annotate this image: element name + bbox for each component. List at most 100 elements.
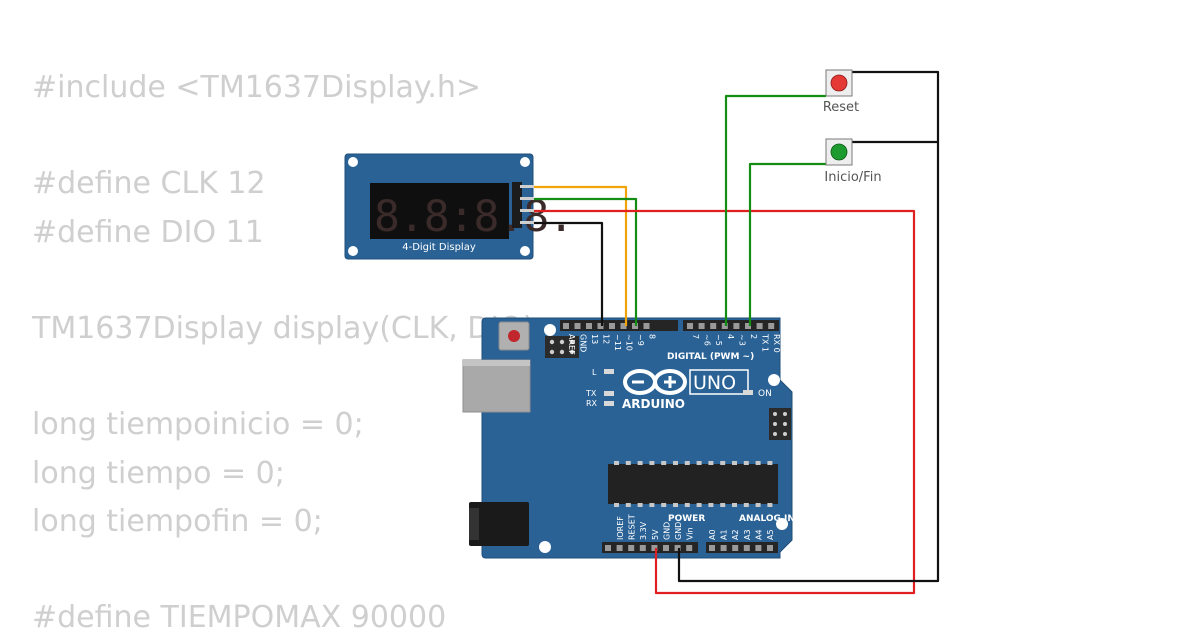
tx-led-label: TX: [585, 389, 597, 398]
analog-pin-hole[interactable]: [720, 545, 727, 551]
reset-pushbutton[interactable]: Reset: [823, 69, 859, 115]
wire-clk: [534, 185, 628, 326]
digital-pin-label: AREF: [567, 334, 576, 355]
power-pin-hole[interactable]: [663, 545, 669, 551]
wire-reset-gnd: [850, 70, 940, 142]
display-pin-header: [512, 182, 522, 228]
on-led-label: ON: [758, 389, 772, 399]
reset-button-cap[interactable]: [830, 74, 848, 92]
digital-pin-label: 7: [691, 334, 700, 339]
code-line: #define DIO 11: [32, 214, 264, 250]
digital-pin-label: ~9: [636, 334, 645, 346]
analog-pin-label: A1: [720, 529, 729, 540]
power-pin-label: 5V: [651, 529, 660, 540]
on-led: [743, 390, 753, 395]
atmega-chip: [608, 461, 778, 507]
digital-pin-label: 13: [590, 334, 599, 344]
seven-segment-window: [370, 183, 509, 239]
digital-pin-hole[interactable]: [586, 323, 592, 329]
power-jack: [469, 502, 529, 546]
code-line: TM1637Display display(CLK, DIO);: [32, 310, 545, 346]
seven-segment-digits: 8.8:8.8.: [374, 192, 573, 242]
digital-pin-hole[interactable]: [643, 323, 650, 329]
start-button-label: Inicio/Fin: [824, 170, 881, 185]
power-pin-label: RESET: [628, 514, 637, 540]
digital-pin-hole[interactable]: [574, 323, 581, 329]
wire-gnd-display: [534, 221, 604, 326]
analog-pin-hole[interactable]: [767, 545, 773, 551]
analog-header: [706, 542, 778, 553]
digital-pin-hole[interactable]: [609, 323, 615, 329]
digital-pin-hole[interactable]: [721, 323, 728, 329]
icsp-header-right: [769, 408, 791, 440]
mounting-hole: [776, 518, 788, 530]
digital-pin-label: RX 0: [772, 334, 781, 353]
digital-pin-label: ~5: [714, 334, 723, 346]
power-pin-hole[interactable]: [628, 545, 635, 551]
power-pin-hole[interactable]: [605, 545, 611, 551]
digital-pin-label: TX 1: [761, 333, 770, 352]
code-line: long tiempoinicio = 0;: [32, 407, 364, 443]
tm1637-display-module[interactable]: 8.8:8.8. 4-Digit Display: [344, 153, 574, 260]
digital-pin-hole[interactable]: [597, 323, 604, 329]
digital-pwm-label: DIGITAL (PWM ~): [667, 352, 754, 362]
rx-led: [604, 401, 614, 406]
power-pin-hole[interactable]: [639, 545, 646, 551]
power-pin-hole[interactable]: [616, 545, 623, 551]
analog-pin-hole[interactable]: [709, 545, 715, 551]
reset-button-label: Reset: [823, 100, 859, 115]
analog-pin-label: A2: [731, 529, 740, 540]
digital-pin-hole[interactable]: [768, 323, 775, 329]
start-button-cap[interactable]: [830, 143, 848, 161]
digital-pin-label: GND: [579, 334, 588, 352]
power-pin-hole[interactable]: [651, 545, 658, 551]
wire-start-gnd: [677, 140, 940, 583]
wire-reset-pin: [724, 94, 826, 326]
digital-pin-hole[interactable]: [756, 323, 763, 329]
digital-pin-label: ~11: [613, 334, 622, 351]
digital-pin-hole[interactable]: [745, 323, 751, 329]
power-label: POWER: [668, 514, 705, 524]
digital-header-left: [560, 320, 678, 331]
digital-header-right: [683, 320, 779, 331]
digital-pin-label: 2: [749, 334, 758, 339]
wire-dio: [534, 197, 638, 326]
wire-start-pin: [748, 162, 826, 326]
digital-pin-label: ~6: [703, 334, 712, 346]
code-line: long tiempo = 0;: [32, 455, 285, 491]
uno-logo-box: [689, 369, 749, 395]
power-pin-label: Vin: [686, 527, 695, 540]
power-pin-label: GND: [662, 522, 671, 540]
mounting-hole: [544, 324, 556, 336]
digital-pin-label: 12: [602, 334, 611, 344]
analog-in-label: ANALOG IN: [739, 514, 795, 524]
digital-pin-hole[interactable]: [698, 323, 705, 329]
arduino-logo-icon: [623, 369, 687, 395]
start-stop-pushbutton[interactable]: Inicio/Fin: [824, 138, 882, 185]
code-editor-text: #include <TM1637Display.h> #define CLK 12…: [32, 64, 545, 642]
digital-pin-hole[interactable]: [563, 323, 569, 329]
power-header: [602, 542, 698, 553]
digital-pin-hole[interactable]: [733, 323, 740, 329]
digital-pin-hole[interactable]: [687, 323, 693, 329]
rx-led-label: RX: [586, 399, 598, 408]
digital-pin-label: ~10: [625, 334, 634, 351]
tx-led: [604, 391, 614, 396]
analog-pin-hole[interactable]: [732, 545, 739, 551]
code-line: #define CLK 12: [32, 166, 266, 202]
analog-pin-hole[interactable]: [743, 545, 750, 551]
digital-pin-hole[interactable]: [620, 323, 627, 329]
digital-pin-hole[interactable]: [710, 323, 717, 329]
mounting-hole: [539, 541, 551, 553]
code-line: long tiempofin = 0;: [32, 503, 323, 539]
uno-model-text: UNO: [693, 372, 736, 394]
code-line: #include <TM1637Display.h>: [32, 70, 482, 105]
power-pin-hole[interactable]: [674, 545, 681, 551]
usb-connector: [462, 359, 531, 413]
analog-pin-hole[interactable]: [755, 545, 762, 551]
power-pin-hole[interactable]: [686, 545, 693, 551]
code-line: #define TIEMPOMAX 90000: [32, 600, 447, 636]
analog-pin-label: A0: [708, 529, 717, 540]
